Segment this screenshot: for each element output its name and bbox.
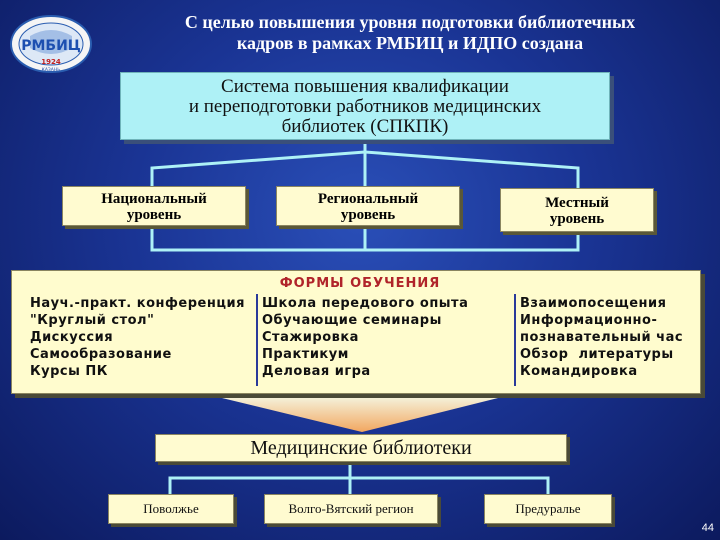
forms-column-local: Взаимопосещения Информационно- познавате… bbox=[520, 295, 700, 380]
system-line-1: Система повышения квалификации bbox=[221, 76, 509, 97]
logo-year: 1924 bbox=[41, 58, 61, 66]
forms-column-national: Науч.-практ. конференция "Круглый стол" … bbox=[30, 295, 250, 380]
forms-column-regional: Школа передового опыта Обучающие семинар… bbox=[262, 295, 502, 380]
form-item: "Круглый стол" bbox=[30, 313, 155, 328]
form-item: Школа передового опыта bbox=[262, 296, 469, 311]
page-title: С целью повышения уровня подготовки библ… bbox=[110, 12, 710, 54]
local-level-box: Местный уровень bbox=[500, 188, 654, 232]
form-item: Командировка bbox=[520, 364, 638, 379]
regional-line-1: Региональный bbox=[317, 191, 419, 207]
local-line-2: уровень bbox=[549, 211, 605, 227]
form-item: Самообразование bbox=[30, 347, 172, 362]
system-line-3: библиотек (СПКПК) bbox=[281, 116, 449, 137]
page-number: 44 bbox=[701, 522, 714, 534]
form-item: Деловая игра bbox=[262, 364, 371, 379]
form-item: Информационно- bbox=[520, 313, 658, 328]
region-volga-vyatka-box: Волго-Вятский регион bbox=[264, 494, 438, 524]
local-line-1: Местный bbox=[545, 195, 609, 211]
form-item: Практикум bbox=[262, 347, 349, 362]
regional-level-box: Региональный уровень bbox=[276, 186, 460, 226]
form-item: Курсы ПК bbox=[30, 364, 108, 379]
form-item: Стажировка bbox=[262, 330, 359, 345]
regional-line-2: уровень bbox=[340, 207, 396, 223]
forms-title: ФОРМЫ ОБУЧЕНИЯ bbox=[279, 276, 441, 291]
region-connector bbox=[168, 462, 550, 494]
bracket-connector bbox=[150, 226, 580, 252]
title-line-2: кадров в рамках РМБИЦ и ИДПО создана bbox=[236, 33, 584, 53]
form-item: Науч.-практ. конференция bbox=[30, 296, 245, 311]
form-item: познавательный час bbox=[520, 330, 684, 345]
title-line-1: С целью повышения уровня подготовки библ… bbox=[184, 12, 636, 32]
national-line-2: уровень bbox=[126, 207, 182, 223]
rmbic-logo-icon: РМБИЦ 1924 КАЗАНЬ bbox=[10, 15, 92, 73]
form-item: Обучающие семинары bbox=[262, 313, 442, 328]
tree-connector bbox=[150, 140, 580, 188]
system-box: Система повышения квалификации и перепод… bbox=[120, 72, 610, 140]
national-level-box: Национальный уровень bbox=[62, 186, 246, 226]
column-divider bbox=[514, 294, 516, 386]
logo-city: КАЗАНЬ bbox=[42, 67, 61, 73]
medical-libraries-box: Медицинские библиотеки bbox=[155, 434, 567, 462]
logo-text: РМБИЦ bbox=[21, 38, 81, 54]
forms-panel bbox=[11, 270, 701, 394]
form-item: Дискуссия bbox=[30, 330, 114, 345]
national-line-1: Национальный bbox=[101, 191, 207, 207]
down-arrow bbox=[222, 398, 498, 432]
system-line-2: и переподготовки работников медицинских bbox=[188, 96, 542, 117]
region-ural-box: Предуралье bbox=[484, 494, 612, 524]
form-item: Взаимопосещения bbox=[520, 296, 667, 311]
form-item: Обзор литературы bbox=[520, 347, 674, 362]
column-divider bbox=[256, 294, 258, 386]
region-volga-box: Поволжье bbox=[108, 494, 234, 524]
